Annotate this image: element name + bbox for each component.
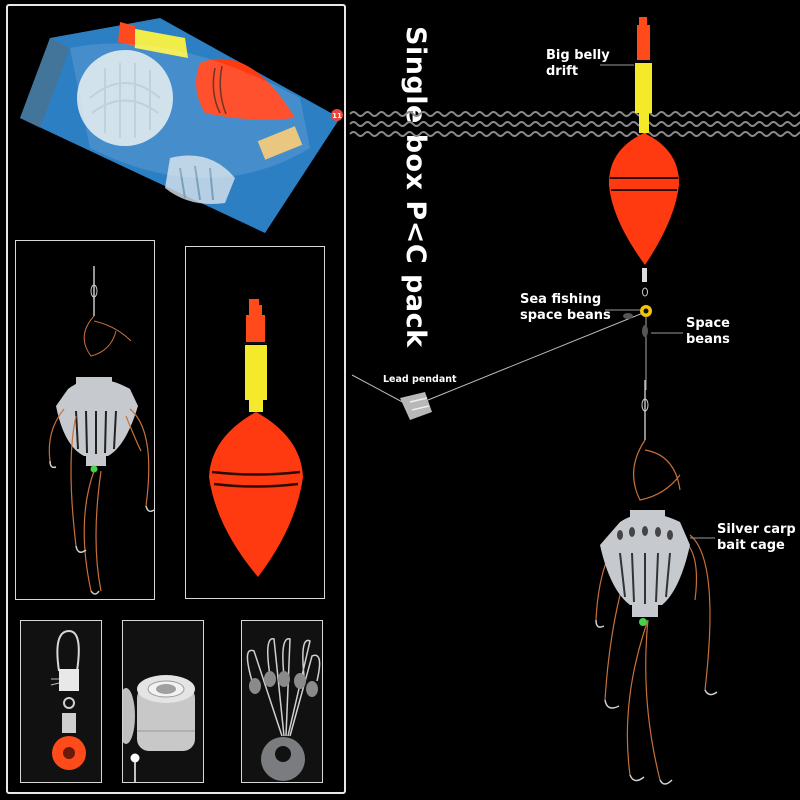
package-photo: 11 — [10, 8, 345, 236]
space-beans-photo — [241, 620, 323, 783]
packaged-float-stem — [130, 28, 188, 58]
lead-sinker-photo — [122, 620, 204, 783]
package-badge — [331, 109, 343, 121]
wave-line — [349, 111, 800, 117]
label-lead-pendant: Lead pendant — [383, 374, 457, 385]
float-body — [209, 412, 303, 577]
swivel-connector-photo — [20, 620, 102, 783]
green-bead — [90, 465, 98, 473]
product-gallery-frame — [6, 4, 346, 794]
float-photo — [185, 246, 325, 599]
main-float-body — [608, 133, 680, 265]
blister-plastic — [70, 43, 310, 178]
bait-cage-photo — [15, 240, 155, 600]
cage-green-bead — [639, 618, 647, 626]
label-sea-fishing-space-beans: Sea fishing space beans — [520, 292, 611, 323]
main-float-stem — [635, 63, 652, 113]
wave-line — [349, 131, 800, 137]
wave-line — [349, 121, 800, 127]
water-waves — [349, 111, 800, 137]
main-float-tip — [637, 17, 650, 60]
space-bean — [642, 325, 648, 337]
float-yellow-stem — [245, 345, 267, 400]
label-big-belly-drift: Big belly drift — [546, 48, 610, 79]
lead-sinker — [137, 686, 195, 751]
label-silver-carp-bait-cage: Silver carp bait cage — [717, 522, 796, 553]
label-space-beans: Space beans — [686, 316, 730, 347]
package-badge-number: 11 — [332, 112, 342, 120]
